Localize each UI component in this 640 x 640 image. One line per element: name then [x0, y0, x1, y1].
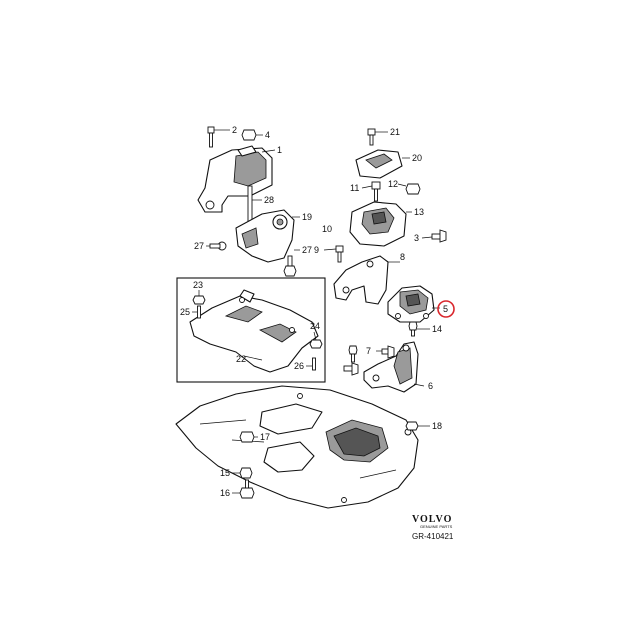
callout-3: 3 [414, 233, 419, 243]
nut-4[interactable] [241, 129, 263, 141]
callout-25: 25 [180, 307, 190, 317]
mount-cover-20[interactable] [355, 149, 410, 179]
bolt-7-side[interactable] [343, 362, 359, 376]
callout-27-right: 27 [302, 245, 312, 255]
callout-12: 12 [388, 179, 398, 189]
callout-27-left: 27 [194, 241, 204, 251]
callout-19: 19 [302, 212, 312, 222]
bolt-7-upper[interactable] [348, 345, 358, 363]
callout-17: 17 [260, 432, 270, 442]
callout-10: 10 [322, 224, 332, 234]
callout-9: 9 [314, 245, 319, 255]
rubber-mount-5[interactable] [387, 285, 440, 323]
bolt-7-lower[interactable] [376, 345, 395, 359]
callout-14: 14 [432, 324, 442, 334]
callout-23: 23 [193, 280, 203, 290]
callout-6: 6 [428, 381, 433, 391]
reference-code: GR-410421 [412, 532, 454, 541]
bracket-8[interactable] [333, 255, 400, 305]
subframe-22[interactable] [189, 289, 319, 373]
lower-mount-6[interactable] [363, 341, 425, 393]
callout-22: 22 [236, 354, 246, 364]
callout-21: 21 [390, 127, 400, 137]
splash-shield[interactable] [175, 385, 419, 509]
engine-mount-upper[interactable] [197, 145, 276, 213]
callout-28: 28 [264, 195, 274, 205]
bolt-25[interactable] [192, 305, 201, 319]
bolt-3[interactable] [421, 229, 447, 243]
callout-4: 4 [265, 130, 270, 140]
bolt-11[interactable] [361, 181, 381, 202]
callout-8: 8 [400, 252, 405, 262]
bolt-21[interactable] [367, 128, 388, 146]
bolt-9[interactable] [323, 245, 344, 263]
subframe-inset-frame [176, 277, 326, 383]
callout-2: 2 [232, 125, 237, 135]
callout-5: 5 [443, 304, 448, 314]
bolt-27-right[interactable] [283, 249, 300, 277]
transmission-mount-13[interactable] [349, 201, 412, 247]
brand-subtitle: GENUINE PARTS [420, 524, 453, 529]
callout-16: 16 [220, 488, 230, 498]
bolt-24[interactable] [309, 331, 323, 349]
callout-7: 7 [366, 346, 371, 356]
callout-26: 26 [294, 361, 304, 371]
callout-11: 11 [350, 183, 359, 193]
bolt-18[interactable] [405, 421, 430, 431]
callout-5-highlight [437, 300, 455, 318]
callout-15: 15 [220, 468, 230, 478]
brand-logo: VOLVO [412, 514, 452, 525]
callout-1: 1 [277, 145, 282, 155]
callout-20: 20 [412, 153, 422, 163]
bolt-14[interactable] [408, 321, 430, 337]
nut-12[interactable] [397, 183, 421, 195]
bolt-16[interactable] [232, 479, 255, 499]
callout-24: 24 [310, 321, 320, 331]
callout-18: 18 [432, 421, 442, 431]
clip-15[interactable] [232, 467, 253, 479]
bolt-27-left[interactable] [206, 241, 227, 251]
clip-17[interactable] [239, 431, 258, 443]
bolt-26[interactable] [306, 357, 316, 371]
callout-13: 13 [414, 207, 424, 217]
bolt-23[interactable] [192, 290, 206, 305]
bolt-2[interactable] [207, 126, 230, 148]
mount-bracket-19[interactable] [235, 209, 300, 263]
